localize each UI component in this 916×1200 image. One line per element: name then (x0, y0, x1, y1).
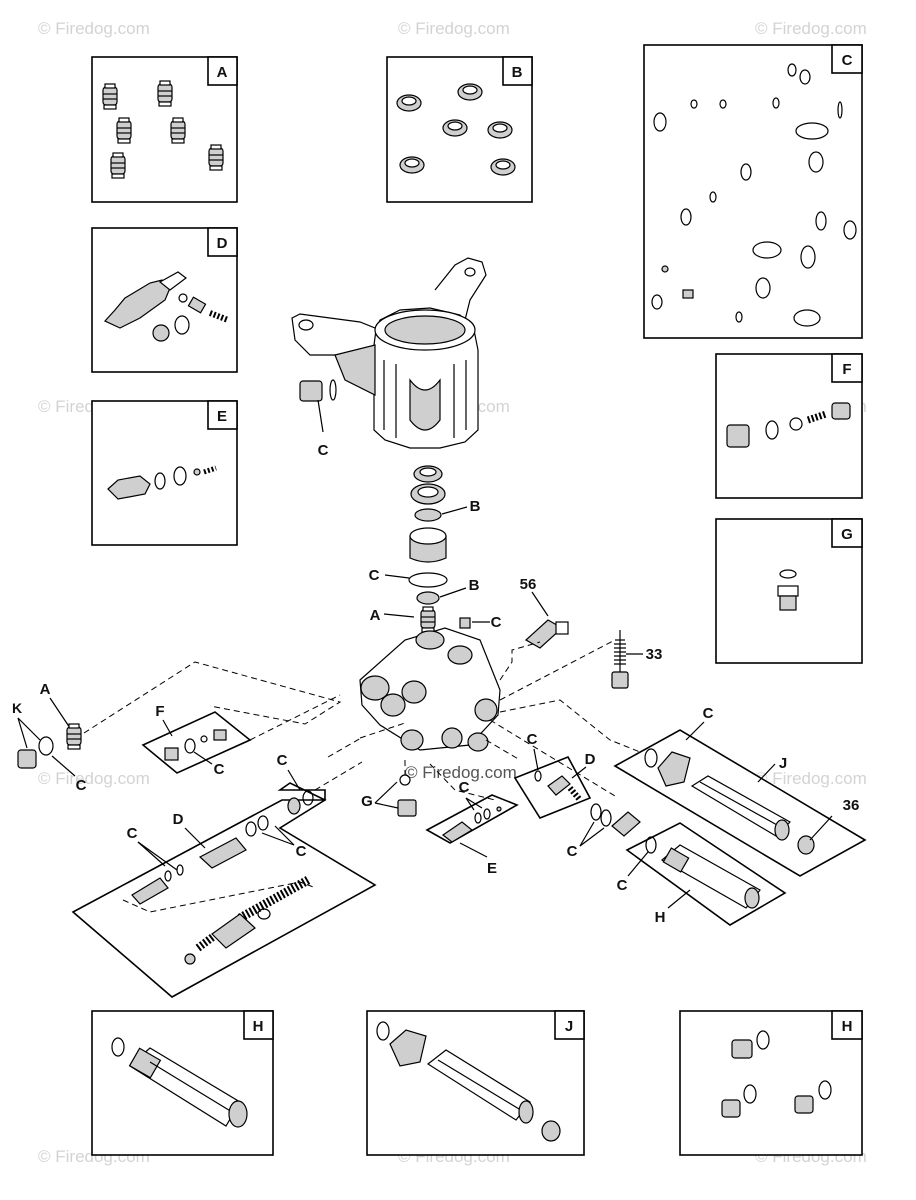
c-pair-plug: C (567, 803, 641, 860)
f-group: F C (141, 703, 252, 778)
svg-text:B: B (512, 64, 523, 81)
svg-text:F: F (155, 703, 164, 720)
svg-text:C: C (214, 761, 225, 778)
part-33-bolt: 33 (611, 630, 663, 689)
svg-text:H: H (655, 909, 666, 926)
svg-text:A: A (217, 64, 228, 81)
kit-box-c: C (643, 44, 863, 339)
svg-text:K: K (12, 700, 22, 716)
e-group: C E (425, 779, 519, 877)
kit-box-j: J (366, 1010, 585, 1156)
kit-box-e: E (91, 400, 238, 546)
svg-text:E: E (217, 408, 227, 425)
svg-text:© Firedog.com: © Firedog.com (38, 769, 150, 788)
svg-text:F: F (842, 361, 851, 378)
svg-text:A: A (370, 607, 381, 624)
svg-text:C: C (318, 442, 329, 459)
svg-text:J: J (565, 1018, 573, 1035)
svg-text:C: C (459, 779, 470, 796)
kit-box-f: F (715, 353, 863, 499)
svg-text:B: B (470, 498, 481, 515)
g-group: G (361, 774, 417, 817)
kit-box-d: D (91, 227, 238, 373)
svg-text:© Firedog.com: © Firedog.com (755, 19, 867, 38)
svg-text:36: 36 (843, 797, 860, 814)
svg-text:D: D (585, 751, 596, 768)
svg-text:C: C (567, 843, 578, 860)
svg-text:C: C (842, 52, 853, 69)
left-plug-group: K A C (12, 681, 87, 794)
svg-text:G: G (361, 793, 373, 810)
svg-text:D: D (173, 811, 184, 828)
svg-text:H: H (842, 1018, 853, 1035)
svg-text:A: A (40, 681, 51, 698)
svg-text:B: B (469, 577, 480, 594)
svg-text:33: 33 (646, 646, 663, 663)
svg-text:C: C (703, 705, 714, 722)
kit-box-h-left: H (91, 1010, 274, 1156)
j-group: C 36 J (613, 705, 867, 877)
kit-box-h-right: H (679, 1010, 863, 1156)
kit-box-g: G (715, 518, 863, 664)
svg-text:H: H (253, 1018, 264, 1035)
svg-text:C: C (491, 614, 502, 631)
unloader-group: C D C C (71, 752, 377, 998)
h-group: C H (617, 822, 787, 926)
part-56: 56 (520, 576, 569, 649)
svg-text:C: C (369, 567, 380, 584)
svg-text:E: E (487, 860, 497, 877)
svg-text:C: C (527, 731, 538, 748)
svg-text:© Firedog.com: © Firedog.com (755, 769, 867, 788)
dashed-connectors (83, 639, 641, 801)
pump-manifold: © Firedog.com (359, 627, 517, 782)
svg-text:C: C (277, 752, 288, 769)
d-small-group: C D (513, 731, 596, 819)
pump-head-housing: C (291, 257, 487, 459)
svg-text:G: G (841, 526, 853, 543)
svg-text:D: D (217, 235, 228, 252)
svg-text:56: 56 (520, 576, 537, 593)
svg-text:© Firedog.com: © Firedog.com (38, 19, 150, 38)
svg-text:C: C (617, 877, 628, 894)
kit-box-a: A (91, 56, 238, 203)
svg-text:© Firedog.com: © Firedog.com (398, 19, 510, 38)
kit-box-b: B (386, 56, 533, 203)
svg-text:C: C (76, 777, 87, 794)
svg-text:J: J (779, 755, 787, 772)
seal-stack: B C B A C (369, 465, 502, 633)
svg-text:C: C (127, 825, 138, 842)
svg-text:C: C (296, 843, 307, 860)
